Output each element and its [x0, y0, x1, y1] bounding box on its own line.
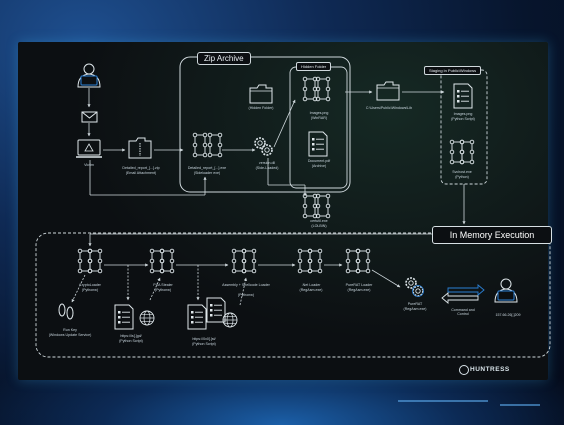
zip-archive-box	[179, 56, 351, 193]
cryptoloader-icon	[87, 248, 103, 274]
certutil-icon	[315, 193, 331, 219]
victim-label: Victim	[84, 163, 94, 167]
cryptoloader-sublabel: (Pythonw)	[81, 288, 99, 292]
images-python-label: Images.png	[453, 112, 473, 116]
zip-file-icon	[128, 137, 152, 159]
version-dll-icon	[254, 137, 273, 156]
svchost-sublabel: (Python)	[455, 175, 469, 179]
pxa-label: PXA Stealer	[153, 283, 173, 287]
zip-archive-title: Zip Archive	[197, 52, 251, 65]
net-loader-label: .Net Loader	[301, 283, 321, 287]
email-icon	[81, 111, 98, 123]
laptop-icon	[76, 139, 102, 158]
url1-globe-icon	[139, 310, 155, 326]
sideloader-exe-icon	[192, 132, 208, 158]
c2-ip-label: 157.66.26[.]209	[495, 313, 521, 317]
svchost-icon	[459, 139, 475, 165]
hidden-folder-title: Hidden Folder	[296, 62, 332, 71]
hidden-folder-label: (Hidden Folder)	[248, 106, 274, 110]
brand-name: HUNTRESS	[470, 366, 510, 373]
purerat-label: PureRAT	[407, 302, 423, 306]
net-loader-icon	[307, 248, 323, 274]
purerat-sublabel: (RegAsm.exe)	[403, 307, 427, 311]
purerat-loader-sublabel: (RegAsm.exe)	[347, 288, 371, 292]
net-loader-sublabel: (RegAsm.exe)	[299, 288, 323, 292]
images-python-sublabel: (Python Script)	[451, 117, 475, 121]
url2-script-icon	[206, 297, 226, 323]
certutil-icon	[302, 193, 318, 219]
pxa-sublabel: (Pythonw)	[154, 288, 172, 292]
hidden-folder-box	[289, 66, 348, 189]
decorative-bar	[500, 404, 540, 406]
url2-script-icon	[187, 304, 207, 330]
images-winrar-icon	[315, 76, 331, 102]
pxa-stealer-icon	[159, 248, 175, 274]
run-key-sublabel: (Windows Update Service)	[48, 333, 92, 337]
assembly-sublabel: (Pythonw)	[237, 293, 255, 297]
run-key-label: Run Key	[63, 328, 77, 332]
staging-box	[440, 69, 488, 185]
images-png-label: Images.png	[309, 111, 329, 115]
url1-script-icon	[114, 304, 134, 330]
in-memory-title: In Memory Execution	[432, 226, 552, 244]
assembly-label: Assembly + Shellcode Loader	[222, 283, 270, 287]
decorative-bar	[398, 400, 488, 402]
in-memory-box	[35, 232, 551, 358]
images-png-sublabel: (WinRAR)	[310, 116, 328, 120]
purerat-loader-icon	[355, 248, 371, 274]
assembly-loader-icon	[241, 248, 257, 274]
url1-sublabel: (Python Script)	[119, 339, 143, 343]
huntress-logo-icon	[459, 365, 469, 375]
hidden-folder-icon	[249, 84, 273, 104]
c2-operator-icon	[494, 278, 518, 303]
exe-sublabel: (Sideloader exe)	[193, 171, 221, 175]
zip-sublabel: (Email Attachment)	[125, 171, 157, 175]
command-control-label: Command and Control	[451, 308, 475, 317]
images-winrar-icon	[302, 76, 318, 102]
attacker-icon	[77, 63, 101, 88]
images-python-script-icon	[453, 83, 473, 109]
staging-title: Staging in Public\Windows	[424, 66, 482, 75]
public-windows-lib-icon	[376, 81, 400, 101]
document-pdf-label: Document.pdf	[307, 159, 331, 163]
c2-exchange-arrows-icon	[441, 284, 485, 304]
diagram-card	[18, 42, 548, 380]
svchost-label: Svchost.exe	[452, 170, 472, 174]
version-dll-sublabel: (Side-Loaded)	[255, 166, 279, 170]
exe-label: Detailed_report_[...].exe	[187, 166, 227, 170]
cryptoloader-label: CryptoLoader	[79, 283, 101, 287]
url1-label: https://is[.]gd/	[120, 334, 142, 338]
certutil-label: certutil.exe	[310, 219, 328, 223]
purerat-loader-label: PureRAT Loader	[345, 283, 373, 287]
sideloader-exe-icon	[207, 132, 223, 158]
purerat-icon	[405, 277, 424, 297]
certutil-sublabel: (LOLBIN)	[311, 224, 327, 228]
version-dll-label: version.dll	[258, 161, 276, 165]
document-pdf-icon	[308, 131, 328, 157]
zip-label: Detailed_report_[...].zip	[122, 166, 160, 170]
url2-label: https://0x0[.]st/	[192, 337, 216, 341]
document-pdf-sublabel: (Archive)	[311, 164, 327, 168]
footprints-icon	[58, 303, 74, 320]
url2-globe-icon	[222, 312, 238, 328]
public-lib-label: C:\Users\Public\Windows\Lib	[365, 106, 413, 110]
url2-sublabel: (Python Script)	[192, 342, 216, 346]
